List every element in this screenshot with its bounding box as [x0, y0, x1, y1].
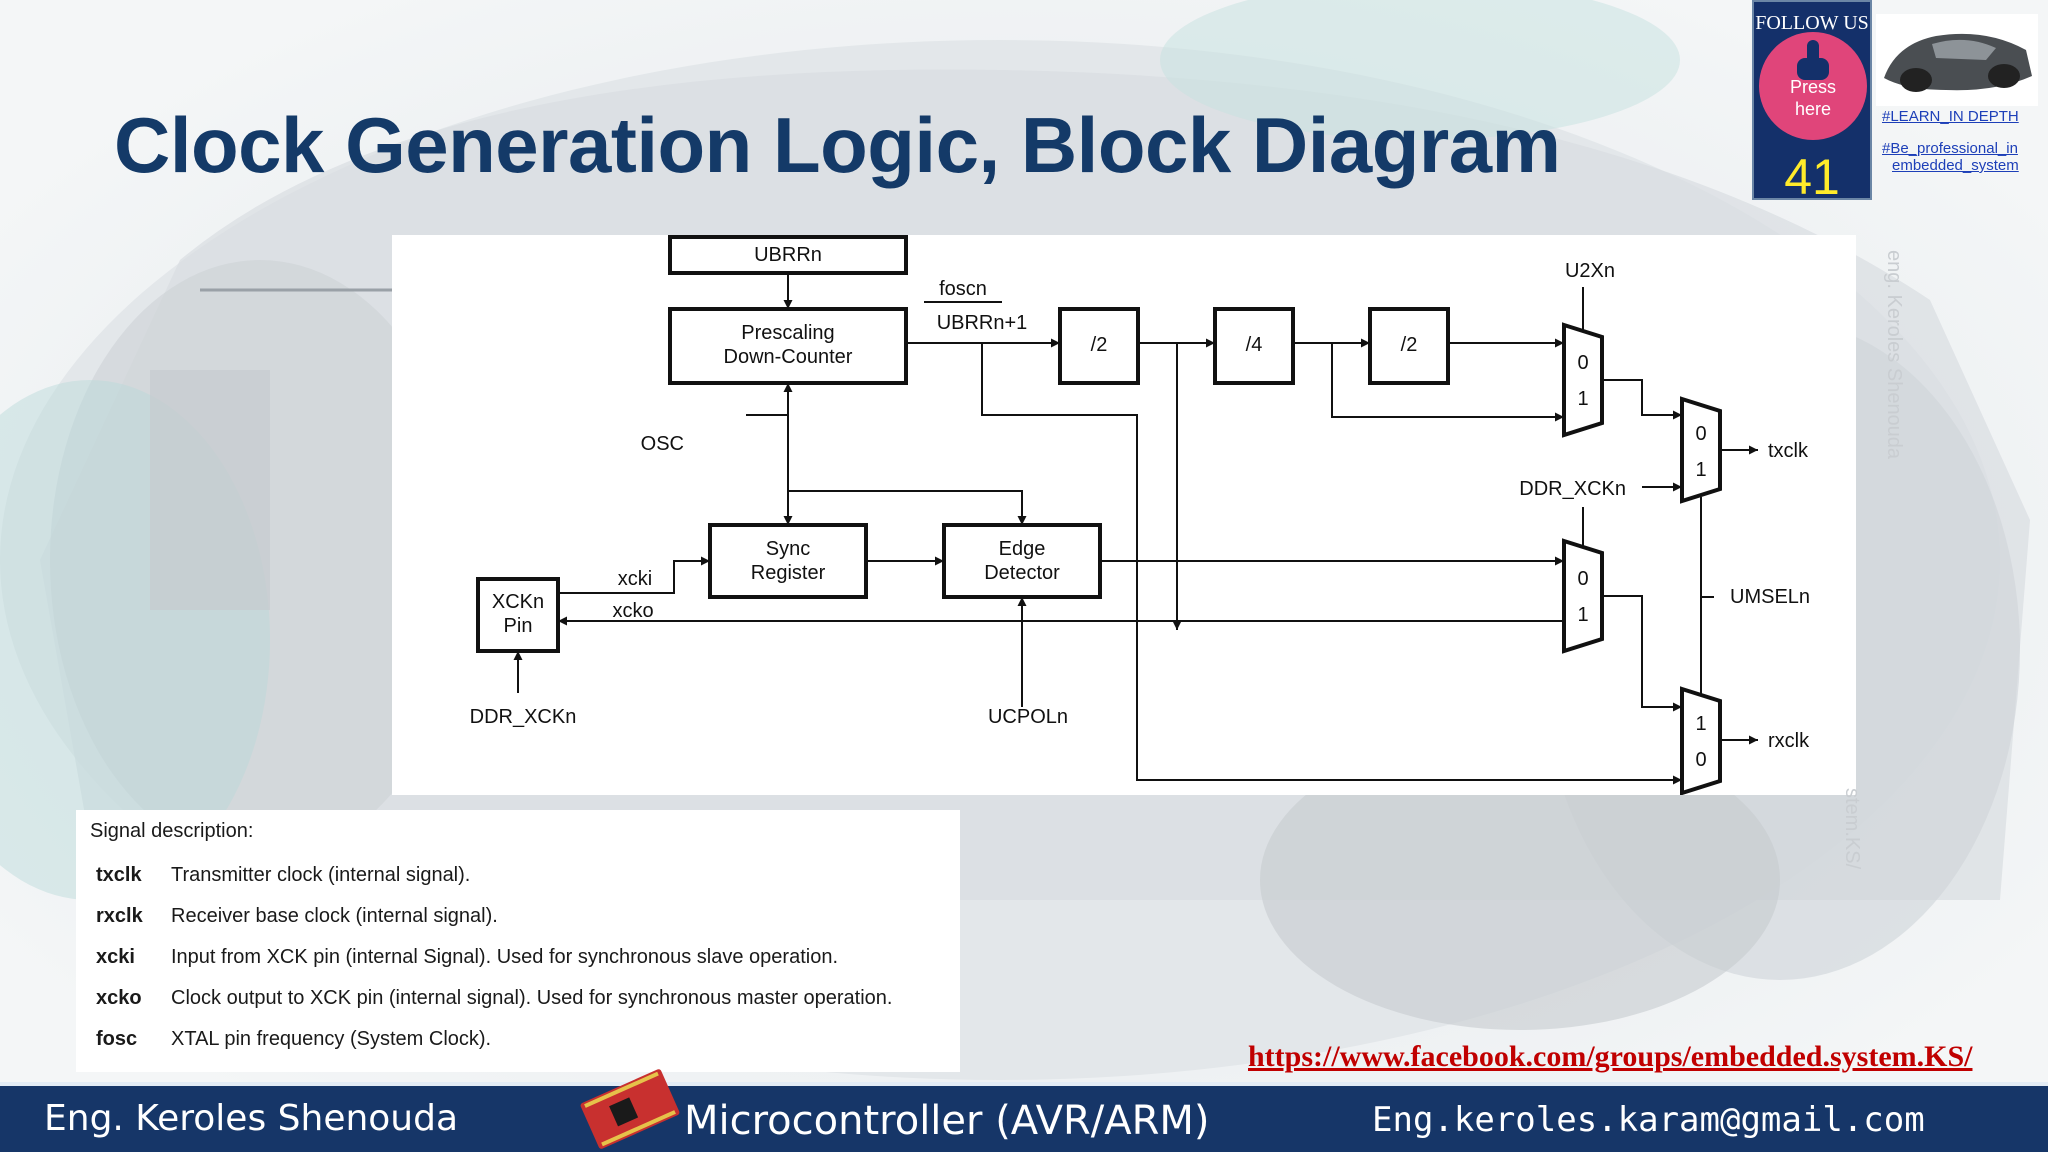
signal-desc: Input from XCK pin (internal Signal). Us… [171, 946, 839, 968]
footer-author: Eng. Keroles Shenouda [44, 1098, 459, 1139]
microcontroller-board-image [580, 1069, 680, 1149]
ddr-xckn-bottom-label: DDR_XCKn [470, 706, 577, 728]
prescaling-label-line1: Prescaling [741, 322, 834, 344]
signal-term: rxclk [96, 905, 143, 927]
signal-row: xcki Input from XCK pin (internal Signal)… [96, 946, 838, 976]
sync-register-block: Sync Register [708, 523, 868, 599]
follow-us-label: FOLLOW US [1755, 12, 1869, 34]
prescaling-down-counter-block: Prescaling Down-Counter [668, 307, 908, 385]
tag-be-professional[interactable]: #Be_professional_in [1882, 140, 2018, 157]
signal-description-heading: Signal description: [90, 820, 254, 842]
div2b-label: /2 [1401, 334, 1418, 356]
signal-row: xcko Clock output to XCK pin (internal si… [96, 987, 892, 1017]
ubrrn-plus-1-label: UBRRn+1 [937, 312, 1028, 334]
edge-detector-block: Edge Detector [942, 523, 1102, 599]
slide-number: 41 [1784, 149, 1840, 200]
mux-txclk-input-0: 0 [1695, 423, 1706, 445]
mux-rxclk: 1 0 [1680, 686, 1722, 795]
divide-by-2-block-a: /2 [1058, 307, 1140, 385]
edge-label-line2: Detector [984, 562, 1060, 584]
prescaling-label-line2: Down-Counter [724, 346, 853, 368]
mux-u2x-input-0: 0 [1577, 352, 1588, 374]
clock-generation-block-diagram: UBRRn Prescaling Down-Counter /2 /4 /2 S… [392, 235, 1856, 795]
signal-row: txclk Transmitter clock (internal signal)… [96, 864, 470, 894]
ucpoln-label: UCPOLn [988, 706, 1068, 728]
signal-row: fosc XTAL pin frequency (System Clock). [96, 1028, 491, 1058]
mux-txclk-input-1: 1 [1695, 459, 1706, 481]
facebook-group-link[interactable]: https://www.facebook.com/groups/embedded… [1248, 1040, 1973, 1073]
signal-row: rxclk Receiver base clock (internal signa… [96, 905, 498, 935]
pointing-hand-icon [1797, 40, 1829, 80]
tag-embedded-system[interactable]: embedded_system [1892, 157, 2019, 174]
signal-desc: Transmitter clock (internal signal). [171, 864, 471, 886]
signal-description-panel: Signal description: txclk Transmitter clo… [76, 810, 960, 1072]
ubrrn-register-block: UBRRn [668, 235, 908, 275]
author-watermark: eng. Keroles Shenouda [1883, 250, 1905, 460]
signal-desc: XTAL pin frequency (System Clock). [171, 1028, 492, 1050]
osc-label: OSC [641, 433, 684, 455]
mux-ddr-input-0: 0 [1577, 568, 1588, 590]
slide-title: Clock Generation Logic, Block Diagram [114, 101, 1561, 189]
xckn-pin-block: XCKn Pin [476, 577, 560, 653]
follow-us-badge[interactable]: FOLLOW US Press here 41 [1752, 0, 1872, 200]
footer-course: Microcontroller (AVR/ARM) [684, 1098, 1210, 1144]
ddr-xckn-top-label: DDR_XCKn [1519, 478, 1626, 500]
u2xn-label: U2Xn [1565, 260, 1615, 282]
mux-rxclk-input-1: 1 [1695, 713, 1706, 735]
ubrrn-label: UBRRn [754, 244, 822, 266]
umseln-label: UMSELn [1730, 586, 1810, 608]
xcko-label: xcko [612, 600, 653, 622]
signal-wires [513, 273, 1758, 785]
sync-label-line2: Register [751, 562, 826, 584]
div2a-label: /2 [1091, 334, 1108, 356]
sync-label-line1: Sync [766, 538, 810, 560]
signal-term: txclk [96, 864, 142, 886]
footer-bar: Eng. Keroles Shenouda Microcontroller (A… [0, 1082, 2048, 1152]
press-here-button[interactable]: Press here [1759, 32, 1867, 140]
signal-term: xcko [96, 987, 142, 1009]
signal-desc: Receiver base clock (internal signal). [171, 905, 498, 927]
divide-by-4-block: /4 [1213, 307, 1295, 385]
xckn-pin-label-line2: Pin [504, 615, 533, 637]
watermark-partial-text: stem.KS/ [1841, 788, 1863, 870]
mux-ddr-input-1: 1 [1577, 604, 1588, 626]
rxclk-label: rxclk [1768, 730, 1810, 752]
mux-u2x: 0 1 [1562, 322, 1604, 438]
mux-txclk: 0 1 [1680, 396, 1722, 504]
edge-label-line1: Edge [999, 538, 1046, 560]
foscn-label: foscn [939, 278, 987, 300]
xckn-pin-label-line1: XCKn [492, 591, 544, 613]
xcki-label: xcki [618, 568, 652, 590]
car-thumbnail-image [1876, 14, 2038, 106]
tag-learn-in-depth[interactable]: #LEARN_IN DEPTH [1882, 108, 2019, 125]
txclk-label: txclk [1768, 440, 1809, 462]
signal-term: fosc [96, 1028, 138, 1050]
signal-desc: Clock output to XCK pin (internal signal… [171, 987, 893, 1009]
mux-u2x-input-1: 1 [1577, 388, 1588, 410]
mux-rxclk-input-0: 0 [1695, 749, 1706, 771]
divide-by-2-block-b: /2 [1368, 307, 1450, 385]
press-here-label: Press here [1789, 77, 1836, 119]
footer-email: Eng.keroles.karam@gmail.com [1372, 1100, 1925, 1140]
div4-label: /4 [1246, 334, 1263, 356]
mux-ddr-xck: 0 1 [1562, 538, 1604, 654]
signal-term: xcki [96, 946, 135, 968]
